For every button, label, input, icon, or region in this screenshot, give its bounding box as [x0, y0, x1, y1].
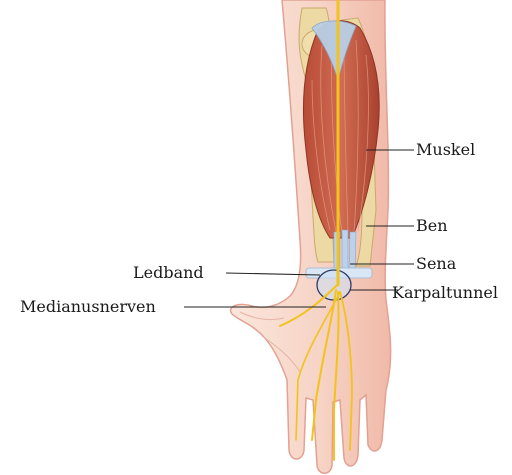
median-nerve-label: Medianusnerven [20, 297, 156, 316]
ligament-label: Ledband [133, 263, 204, 282]
bone-label: Ben [416, 216, 448, 235]
carpal-tunnel-circle [317, 270, 351, 300]
muscle-label: Muskel [416, 140, 475, 159]
carpal-tunnel-label: Karpaltunnel [392, 283, 498, 302]
tendon-label: Sena [416, 254, 457, 273]
